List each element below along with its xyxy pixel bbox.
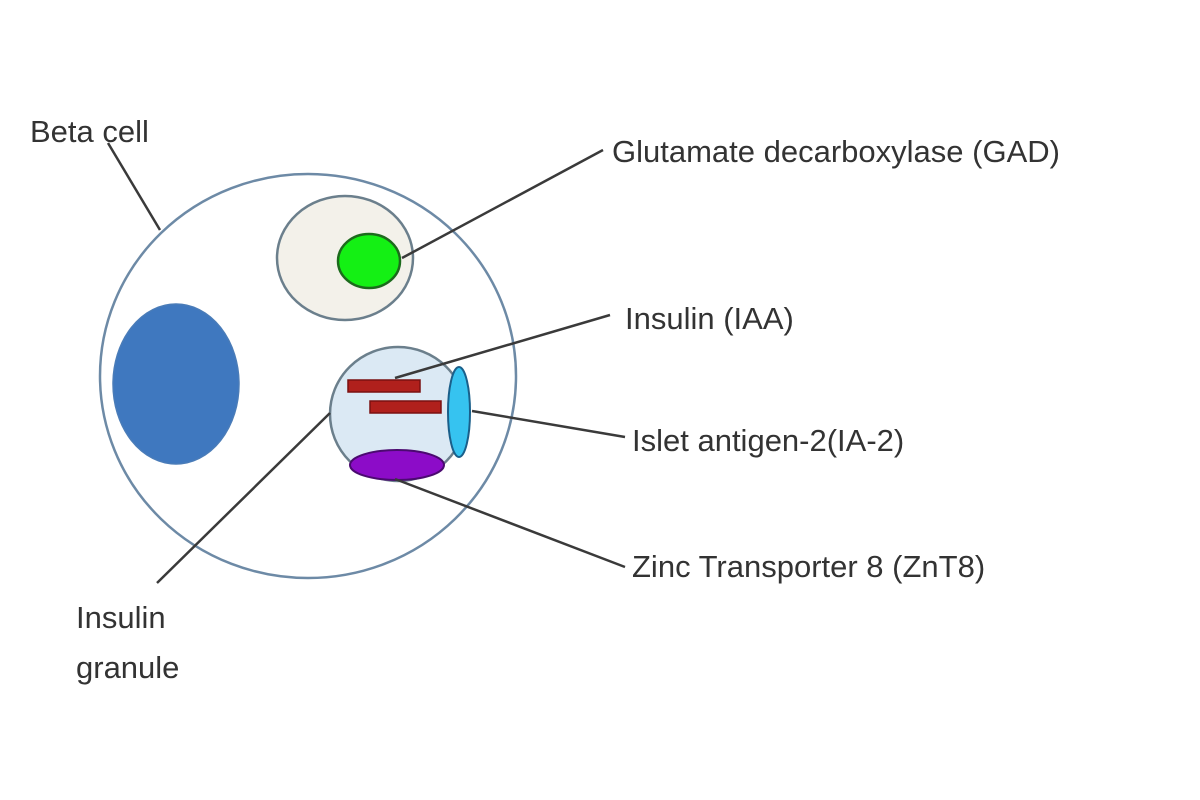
label-granule-line1: Insulin <box>76 600 166 635</box>
nucleus <box>112 303 240 465</box>
label-beta-cell: Beta cell <box>30 114 149 149</box>
gad-protein <box>336 232 402 290</box>
insulin-leader <box>394 313 611 380</box>
insulin-molecule <box>347 379 421 393</box>
label-granule-line2: granule <box>76 650 180 685</box>
ia2-protein <box>447 366 471 458</box>
gad-leader <box>401 148 604 260</box>
znt8-protein <box>349 449 445 481</box>
ia2-leader <box>471 409 626 439</box>
insulin-molecule <box>369 400 442 414</box>
label-znt8: Zinc Transporter 8 (ZnT8) <box>632 549 986 584</box>
granule-leader <box>156 412 331 584</box>
label-gad: Glutamate decarboxylase (GAD) <box>612 134 1060 169</box>
label-ia2: Islet antigen-2(IA-2) <box>632 423 905 458</box>
znt8-leader <box>394 477 626 569</box>
leader-lines <box>106 142 626 584</box>
label-insulin: Insulin (IAA) <box>625 301 794 336</box>
beta-cell-leader <box>106 142 162 231</box>
